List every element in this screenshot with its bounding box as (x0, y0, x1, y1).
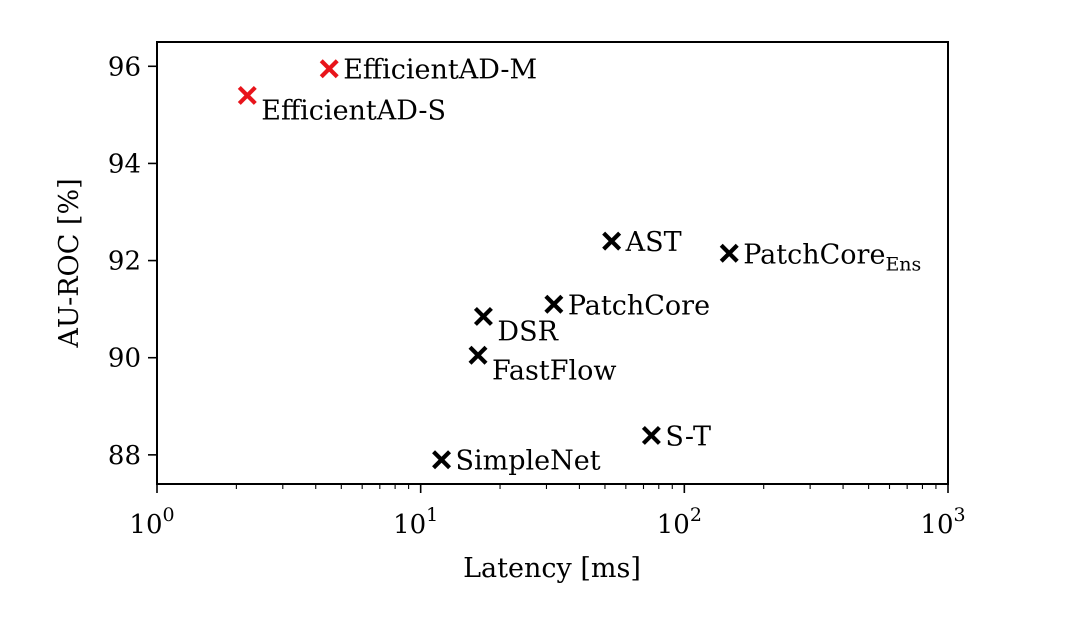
marker-stroke-b (544, 294, 564, 314)
x-tick-label-base: 10 (920, 510, 953, 540)
x-tick-label: 103 (920, 504, 965, 540)
data-point-label-text: DSR (497, 316, 558, 347)
marker-stroke-b (602, 231, 622, 251)
data-point-label: EfficientAD-M (343, 55, 537, 86)
data-point-label-text: PatchCore (568, 290, 710, 321)
x-axis-label: Latency [ms] (463, 553, 641, 584)
data-point-label-text: S-T (665, 421, 711, 452)
data-point-label: DSR (497, 316, 558, 347)
y-axis-label: AU-ROC [%] (54, 178, 85, 348)
data-point-label: SimpleNet (456, 446, 601, 477)
plot-area (156, 41, 949, 485)
y-tick-label: 96 (108, 52, 141, 82)
data-point-marker (641, 425, 661, 445)
marker-stroke-b (641, 425, 661, 445)
y-tick-label: 88 (108, 441, 141, 471)
y-tick-label: 90 (108, 344, 141, 374)
data-point-marker (468, 345, 488, 365)
y-tick-label: 94 (108, 149, 141, 179)
x-tick-label-base: 10 (129, 510, 162, 540)
data-point-label: PatchCore (568, 290, 710, 321)
data-point-marker (602, 231, 622, 251)
data-point-label-text: EfficientAD-S (261, 95, 446, 126)
marker-stroke-b (319, 59, 339, 79)
marker-stroke-b (719, 243, 739, 263)
x-tick-label-exponent: 1 (426, 504, 438, 526)
data-point-label-text: AST (625, 227, 682, 258)
data-point-label: S-T (665, 421, 711, 452)
data-point-marker (544, 294, 564, 314)
x-tick-label-base: 10 (657, 510, 690, 540)
x-tick-label: 101 (393, 504, 438, 540)
marker-stroke-b (468, 345, 488, 365)
x-tick-label-exponent: 0 (163, 504, 175, 526)
data-point-label-text: PatchCore (743, 239, 885, 270)
data-point-label: PatchCoreEns (743, 239, 921, 275)
data-point-label: EfficientAD-S (261, 95, 446, 126)
y-tick-label: 92 (108, 247, 141, 277)
data-point-label-text: EfficientAD-M (343, 55, 537, 86)
x-tick-label-exponent: 3 (954, 504, 966, 526)
data-point-label-subscript: Ens (885, 253, 921, 275)
marker-stroke-b (473, 306, 493, 326)
x-tick-label: 100 (129, 504, 174, 540)
data-point-label: AST (625, 227, 682, 258)
x-tick-label: 102 (657, 504, 702, 540)
data-point-label-text: FastFlow (492, 355, 616, 386)
data-point-marker (237, 85, 257, 105)
data-point-marker (319, 59, 339, 79)
data-point-marker (432, 450, 452, 470)
marker-stroke-b (237, 85, 257, 105)
data-markers (237, 59, 739, 470)
data-point-label-text: SimpleNet (456, 446, 601, 477)
data-point-label: FastFlow (492, 355, 616, 386)
x-tick-label-base: 10 (393, 510, 426, 540)
data-point-marker (719, 243, 739, 263)
x-tick-label-exponent: 2 (690, 504, 702, 526)
marker-stroke-b (432, 450, 452, 470)
axes-frame (156, 41, 949, 485)
data-point-marker (473, 306, 493, 326)
